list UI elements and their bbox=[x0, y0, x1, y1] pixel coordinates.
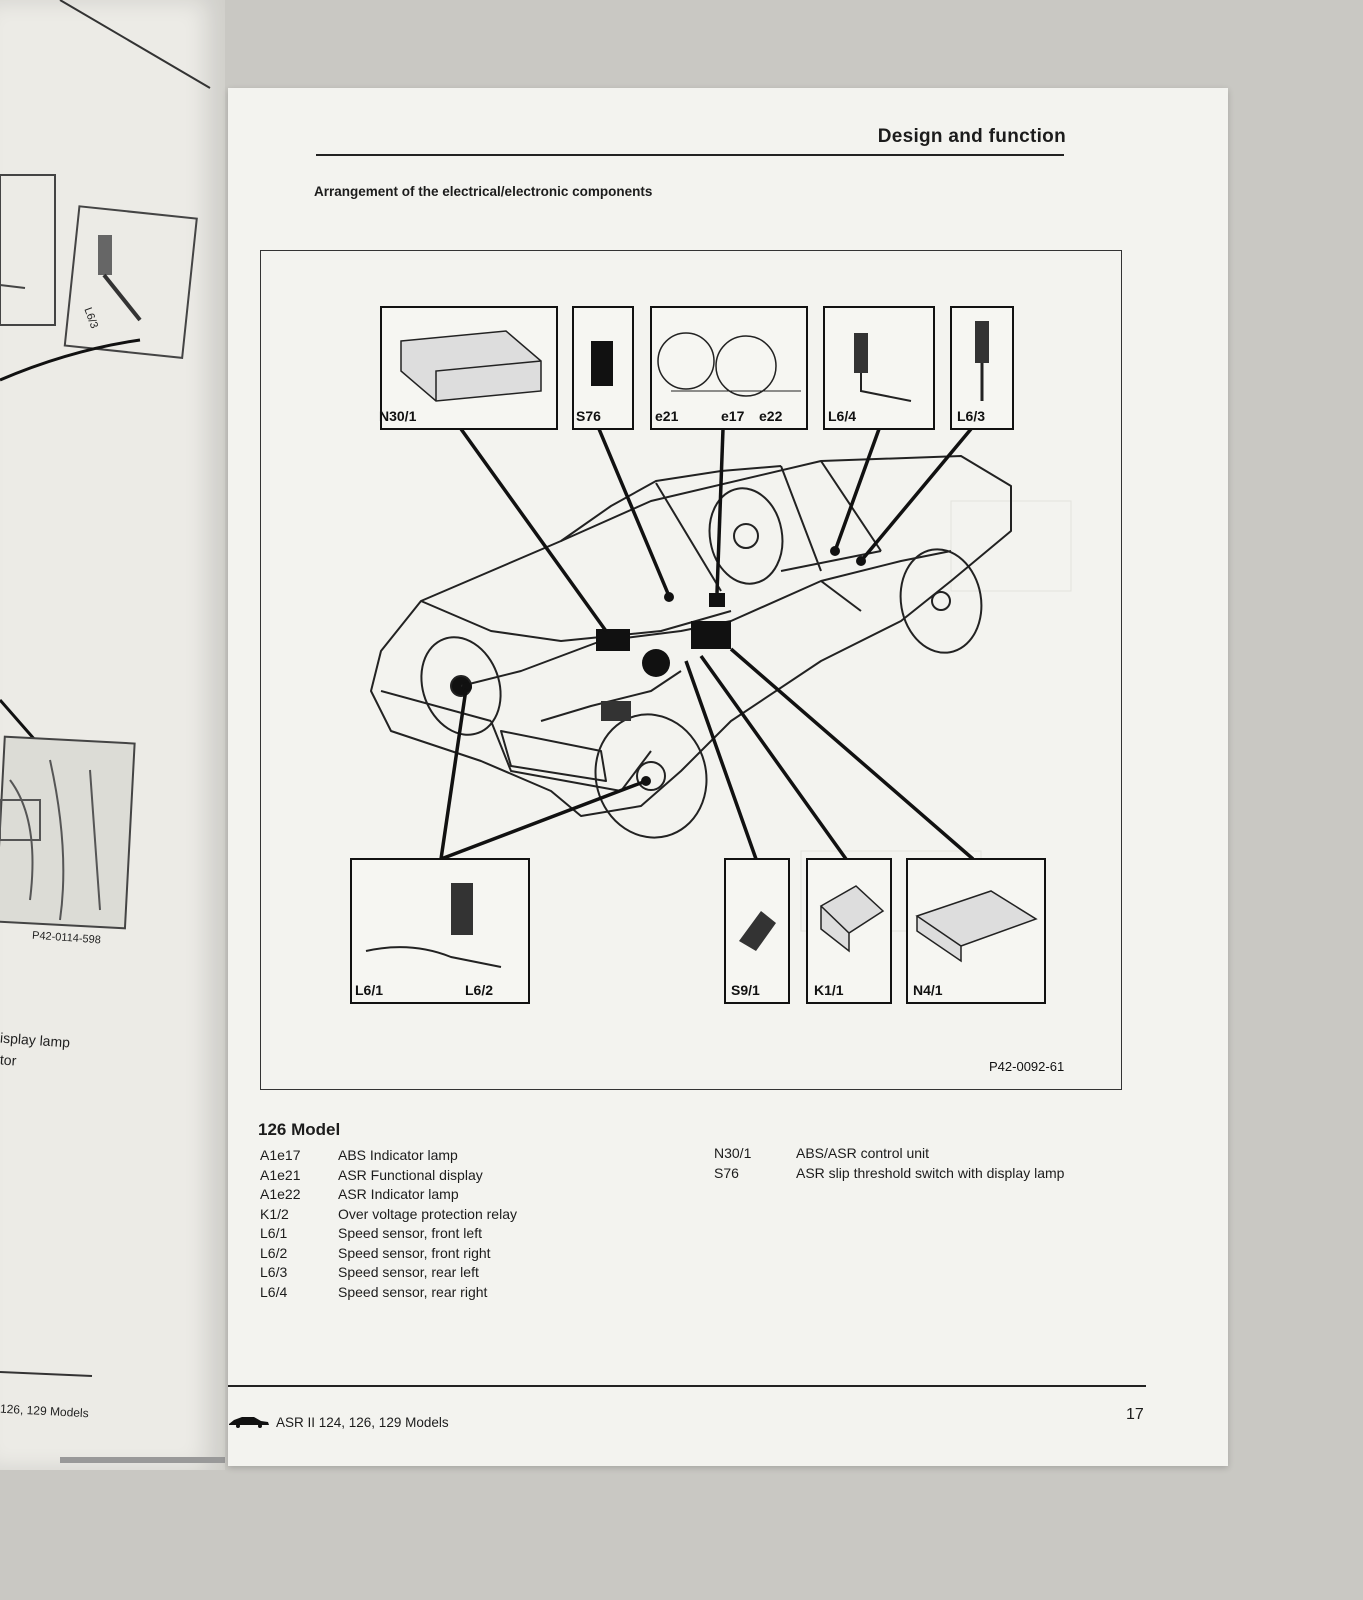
component-box-s76: S76 bbox=[572, 306, 634, 430]
car-logo-icon bbox=[229, 1417, 269, 1428]
left-facing-page: L6/3 P42-0114-598 isplay lamp tor 126, 1… bbox=[0, 0, 225, 1470]
leader-lines bbox=[439, 427, 975, 861]
component-arrangement-figure: N30/1 S76 e21 e17 e22 L6/4 bbox=[260, 250, 1122, 1090]
label-l6-4: L6/4 bbox=[828, 408, 856, 424]
label-n30-1: N30/1 bbox=[379, 408, 417, 424]
component-box-n30-1: N30/1 bbox=[379, 306, 558, 430]
component-box-l6-3: L6/3 bbox=[950, 306, 1014, 430]
component-box-s9-1: S9/1 bbox=[724, 858, 790, 1004]
header-rule bbox=[316, 154, 1064, 156]
label-l6-3: L6/3 bbox=[957, 408, 985, 424]
car-illustration bbox=[370, 455, 1012, 839]
car-components bbox=[462, 546, 866, 786]
label-l6-2: L6/2 bbox=[465, 982, 493, 998]
label-n4-1: N4/1 bbox=[913, 982, 943, 998]
label-s76: S76 bbox=[576, 408, 601, 424]
label-l6-1: L6/1 bbox=[355, 982, 383, 998]
label-k1-1: K1/1 bbox=[814, 982, 844, 998]
component-box-n4-1: N4/1 bbox=[906, 858, 1046, 1004]
component-box-l6-1-l6-2: L6/1 L6/2 bbox=[350, 858, 530, 1004]
component-box-l6-4: L6/4 bbox=[823, 306, 935, 430]
left-page-text-line: tor bbox=[0, 1051, 17, 1069]
figure-title: Arrangement of the electrical/electronic… bbox=[314, 184, 653, 199]
left-page-drawing bbox=[0, 0, 225, 1463]
figure-drawing: N30/1 S76 e21 e17 e22 L6/4 bbox=[350, 306, 1072, 1074]
page-number: 17 bbox=[1126, 1406, 1144, 1423]
figure-reference: P42-0092-61 bbox=[989, 1059, 1064, 1074]
footer-title: ASR II 124, 126, 129 Models bbox=[276, 1415, 449, 1430]
section-header: Design and function bbox=[877, 126, 1066, 147]
model-title: 126 Model bbox=[258, 1120, 341, 1139]
component-box-k1-1: K1/1 bbox=[806, 858, 892, 1004]
label-e22: e22 bbox=[759, 408, 783, 424]
label-e21: e21 bbox=[655, 408, 679, 424]
component-box-instrument-cluster: e21 e17 e22 bbox=[650, 306, 808, 430]
label-s9-1: S9/1 bbox=[731, 982, 760, 998]
footer-rule bbox=[228, 1385, 1146, 1387]
label-e17: e17 bbox=[721, 408, 745, 424]
document-page: Design and function Arrangement of the e… bbox=[228, 88, 1228, 1466]
